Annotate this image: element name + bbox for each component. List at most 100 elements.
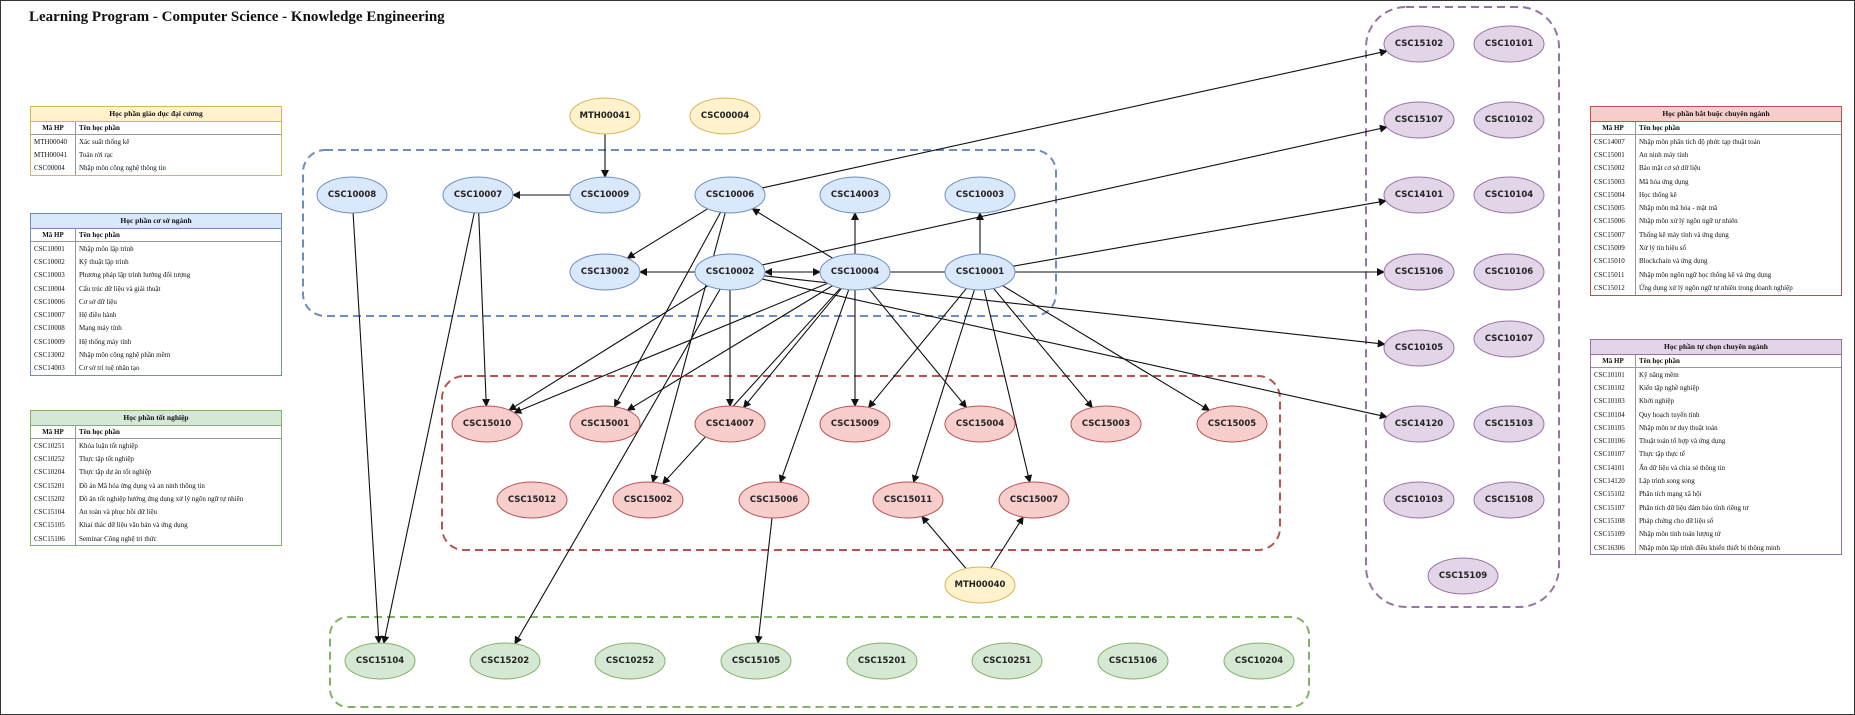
course-node-CSC15108[interactable]: CSC15108 (1473, 481, 1545, 519)
course-node-CSC15007[interactable]: CSC15007 (998, 481, 1070, 519)
course-node-CSC10004[interactable]: CSC10004 (819, 253, 891, 291)
course-node-CSC15010[interactable]: CSC15010 (451, 405, 523, 443)
node-ellipse (694, 176, 766, 214)
node-ellipse (819, 405, 891, 443)
node-label: CSC15202 (481, 656, 529, 666)
course-code-cell: CSC10107 (1591, 447, 1636, 462)
course-node-CSC10007[interactable]: CSC10007 (442, 176, 514, 214)
edge-CSC10001-to-CSC15007 (983, 289, 1033, 484)
course-node-CSC15105[interactable]: CSC15105 (720, 642, 792, 680)
course-code-cell: CSC10007 (31, 308, 76, 322)
course-node-CSC15011[interactable]: CSC15011 (872, 481, 944, 519)
course-node-MTH00041[interactable]: MTH00041 (569, 97, 641, 135)
course-name-cell: Thực tập dự án tốt nghiệp (79, 468, 152, 477)
node-ellipse (451, 405, 523, 443)
course-node-CSC15104[interactable]: CSC15104 (344, 642, 416, 680)
course-node-CSC15006[interactable]: CSC15006 (738, 481, 810, 519)
course-node-CSC14120[interactable]: CSC14120 (1383, 405, 1455, 443)
course-code-cell: CSC15104 (31, 505, 76, 519)
course-node-CSC10003[interactable]: CSC10003 (944, 176, 1016, 214)
edge-CSC10004-to-CSC10006 (751, 208, 833, 259)
course-node-CSC10002[interactable]: CSC10002 (694, 253, 766, 291)
course-node-CSC10101[interactable]: CSC10101 (1473, 25, 1545, 63)
course-name-cell: Nhập môn công nghệ thông tin (79, 164, 166, 173)
node-ellipse (496, 481, 568, 519)
course-code-cell: CSC15202 (31, 492, 76, 506)
course-name-cell: Blockchain và ứng dụng (1639, 257, 1708, 266)
course-node-CSC10103[interactable]: CSC10103 (1383, 481, 1455, 519)
course-name-cell: Mạng máy tính (79, 324, 122, 333)
course-code-cell: CSC14007 (1591, 134, 1636, 149)
column-header-code: Mã HP (31, 122, 76, 135)
course-node-CSC15002[interactable]: CSC15002 (612, 481, 684, 519)
course-node-CSC10006[interactable]: CSC10006 (694, 176, 766, 214)
course-code-cell: CSC10106 (1591, 434, 1636, 448)
course-node-CSC15102[interactable]: CSC15102 (1383, 25, 1455, 63)
course-code-cell: CSC10104 (1591, 407, 1636, 422)
course-code-cell: CSC15002 (1591, 161, 1636, 175)
course-name-cell: Nhập môn lập trình điều khiển thiết bị t… (1639, 543, 1780, 552)
course-name-cell: Hệ điều hành (79, 311, 117, 320)
course-node-CSC10106[interactable]: CSC10106 (1473, 253, 1545, 291)
course-node-CSC10105[interactable]: CSC10105 (1383, 329, 1455, 367)
course-node-CSC15009[interactable]: CSC15009 (819, 405, 891, 443)
course-node-CSC10008[interactable]: CSC10008 (316, 176, 388, 214)
course-name-cell: Kỹ năng mềm (1639, 370, 1679, 379)
course-node-CSC10104[interactable]: CSC10104 (1473, 176, 1545, 214)
node-ellipse (819, 253, 891, 291)
course-node-CSC15001[interactable]: CSC15001 (569, 405, 641, 443)
course-node-CSC10252[interactable]: CSC10252 (594, 642, 666, 680)
table-caption: Học phần tốt nghiệp (31, 411, 281, 426)
course-name-cell: Pháp chứng cho dữ liệu số (1639, 516, 1714, 525)
course-node-CSC10204[interactable]: CSC10204 (1223, 642, 1295, 680)
course-node-CSC15202[interactable]: CSC15202 (469, 642, 541, 680)
course-node-CSC14007[interactable]: CSC14007 (694, 405, 766, 443)
course-node-CSC15005[interactable]: CSC15005 (1196, 405, 1268, 443)
course-node-CSC14101[interactable]: CSC14101 (1383, 176, 1455, 214)
node-label: CSC15010 (463, 419, 511, 429)
course-node-MTH00040[interactable]: MTH00040 (944, 566, 1016, 604)
node-label: CSC10104 (1485, 190, 1533, 200)
course-node-CSC10001[interactable]: CSC10001 (944, 253, 1016, 291)
node-ellipse (569, 176, 641, 214)
course-node-CSC10251[interactable]: CSC10251 (971, 642, 1043, 680)
node-ellipse (344, 642, 416, 680)
node-label: CSC10007 (454, 190, 502, 200)
course-node-CSC15107[interactable]: CSC15107 (1383, 101, 1455, 139)
course-code-cell: CSC10009 (31, 335, 76, 349)
course-code-cell: CSC15011 (1591, 267, 1636, 282)
node-ellipse (316, 176, 388, 214)
course-node-CSC15106[interactable]: CSC15106 (1383, 253, 1455, 291)
node-label: CSC14101 (1395, 190, 1443, 200)
node-ellipse (1473, 101, 1545, 139)
course-node-CSC15106[interactable]: CSC15106 (1097, 642, 1169, 680)
column-header-name: Tên học phần (1635, 122, 1841, 135)
course-node-CSC15103[interactable]: CSC15103 (1473, 405, 1545, 443)
course-node-CSC00004[interactable]: CSC00004 (689, 97, 761, 135)
node-label: CSC15106 (1395, 267, 1443, 277)
course-name-cell: Seminar Công nghệ tri thức (79, 534, 157, 543)
course-name-cell: Hệ thống máy tính (79, 337, 132, 346)
course-name-cell: Nhập môn tính toán lượng tử (1639, 530, 1721, 539)
node-ellipse (1383, 329, 1455, 367)
course-node-CSC13002[interactable]: CSC13002 (569, 253, 641, 291)
course-node-CSC15003[interactable]: CSC15003 (1070, 405, 1142, 443)
course-node-CSC15109[interactable]: CSC15109 (1427, 557, 1499, 595)
course-node-CSC10102[interactable]: CSC10102 (1473, 101, 1545, 139)
course-node-CSC14003[interactable]: CSC14003 (819, 176, 891, 214)
course-name-cell: Nhập môn mã hóa - mật mã (1639, 204, 1718, 213)
course-node-CSC15004[interactable]: CSC15004 (944, 405, 1016, 443)
course-name-cell: Kỹ thuật lập trình (79, 257, 129, 266)
course-name-cell: Mã hóa ứng dụng (1639, 177, 1689, 186)
course-name-cell: An ninh máy tính (1639, 150, 1689, 159)
node-label: CSC10106 (1485, 267, 1533, 277)
course-node-CSC10009[interactable]: CSC10009 (569, 176, 641, 214)
course-node-CSC15012[interactable]: CSC15012 (496, 481, 568, 519)
course-node-CSC10107[interactable]: CSC10107 (1473, 320, 1545, 358)
course-node-CSC15201[interactable]: CSC15201 (846, 642, 918, 680)
